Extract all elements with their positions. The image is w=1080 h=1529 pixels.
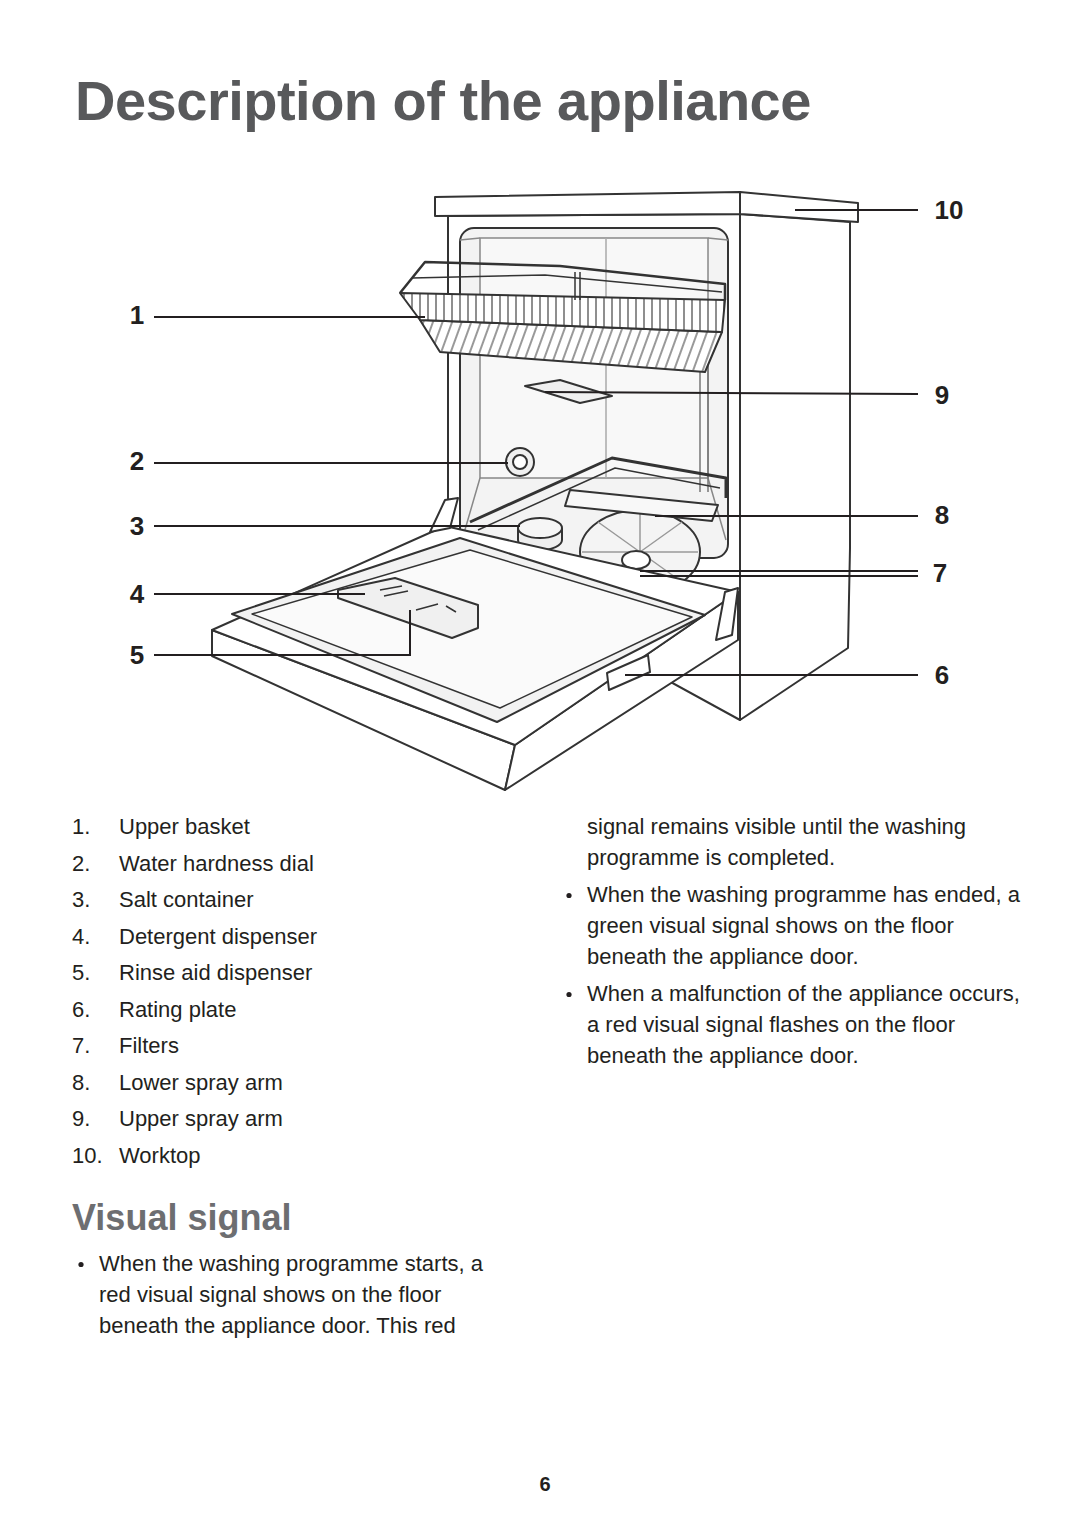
page-title: Description of the appliance <box>75 70 811 132</box>
bullet-dot <box>78 1262 83 1267</box>
list-number: 1. <box>72 813 90 841</box>
callout-number: 6 <box>935 660 949 691</box>
callout-number: 4 <box>130 579 144 610</box>
callout-number: 3 <box>130 511 144 542</box>
callout-number: 9 <box>935 380 949 411</box>
list-number: 5. <box>72 959 90 987</box>
list-number: 7. <box>72 1032 90 1060</box>
list-item: Filters <box>119 1032 179 1060</box>
list-number: 9. <box>72 1105 90 1133</box>
callout-number: 5 <box>130 640 144 671</box>
list-number: 4. <box>72 923 90 951</box>
body-text: When the washing programme starts, a red… <box>99 1248 519 1341</box>
callout-number: 10 <box>935 195 964 226</box>
list-number: 6. <box>72 996 90 1024</box>
list-number: 10. <box>72 1142 103 1170</box>
body-text: When the washing programme has ended, a … <box>587 879 1027 972</box>
leader-lines <box>154 210 918 675</box>
bullet-dot <box>566 893 571 898</box>
section-heading: Visual signal <box>72 1196 291 1240</box>
list-item: Worktop <box>119 1142 201 1170</box>
list-item: Rating plate <box>119 996 236 1024</box>
callout-number: 8 <box>935 500 949 531</box>
appliance-drawing <box>212 192 858 790</box>
list-item: Detergent dispenser <box>119 923 317 951</box>
body-text: When a malfunction of the appliance occu… <box>587 978 1027 1071</box>
body-text: signal remains visible until the washing… <box>587 811 1027 873</box>
list-item: Salt container <box>119 886 254 914</box>
callout-number: 2 <box>130 446 144 477</box>
list-number: 8. <box>72 1069 90 1097</box>
callout-number: 1 <box>130 300 144 331</box>
list-number: 2. <box>72 850 90 878</box>
list-item: Upper spray arm <box>119 1105 283 1133</box>
list-item: Rinse aid dispenser <box>119 959 312 987</box>
list-item: Water hardness dial <box>119 850 314 878</box>
list-number: 3. <box>72 886 90 914</box>
page-number: 6 <box>539 1472 550 1496</box>
list-item: Upper basket <box>119 813 250 841</box>
bullet-dot <box>566 992 571 997</box>
list-item: Lower spray arm <box>119 1069 283 1097</box>
callout-number: 7 <box>933 558 947 589</box>
